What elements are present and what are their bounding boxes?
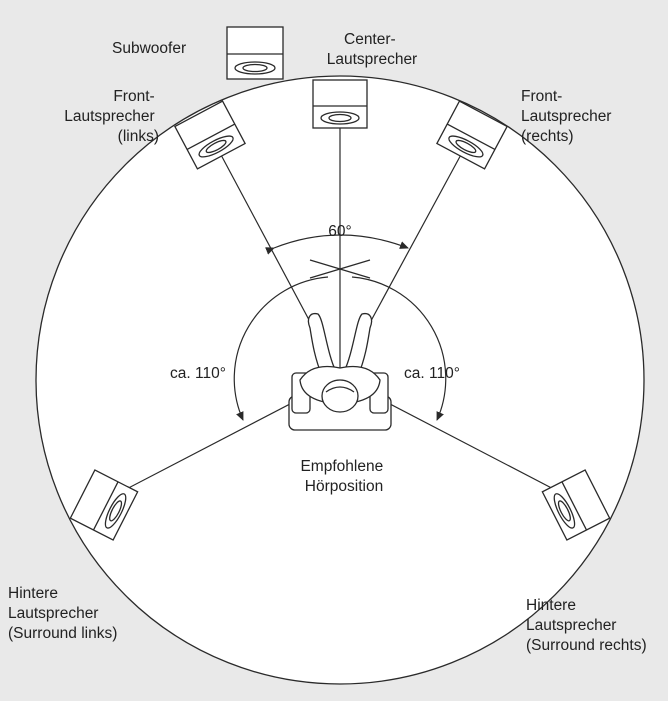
center-speaker [312,79,368,129]
label-front-left: Front- Lautsprecher (links) [64,88,159,145]
label-subwoofer: Subwoofer [112,40,186,57]
subwoofer-speaker [226,26,284,80]
angle-110-markers [233,276,447,421]
label-center: Center- Lautsprecher [327,31,417,68]
surround-right-speaker [541,469,611,541]
label-surround-right: Hintere Lautsprecher (Surround rechts) [526,597,647,654]
label-surround-left: Hintere Lautsprecher (Surround links) [8,585,117,642]
label-angle-110-left: ca. 110° [170,365,226,382]
listener-icon [288,312,392,431]
label-angle-60: 60° [328,223,351,240]
arc-110-left [233,276,329,421]
surround-left-speaker [69,469,139,541]
front-left-speaker [174,100,246,170]
label-front-right: Front- Lautsprecher (rechts) [521,88,616,145]
angle-60-marker [265,234,409,279]
label-angle-110-right: ca. 110° [404,365,460,382]
label-listening-position: Empfohlene Hörposition [300,458,387,495]
labels: Subwoofer Center- Lautsprecher Front- La… [8,31,647,654]
arc-110-right [351,276,447,421]
front-right-speaker [436,100,508,170]
